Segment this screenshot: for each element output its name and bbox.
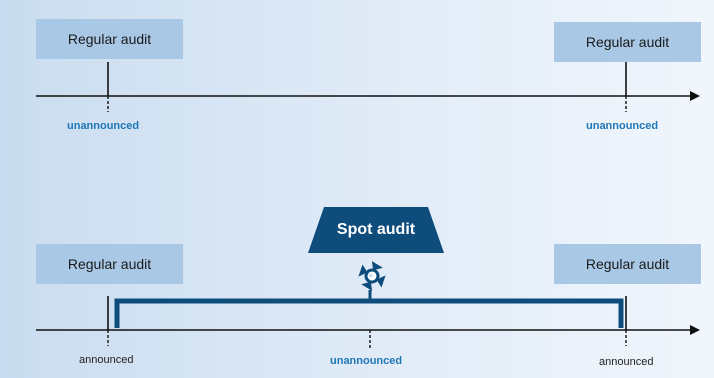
spot-audit-bracket	[114, 298, 624, 328]
spot-audit-label: Spot audit	[336, 221, 416, 238]
bottom-axis-arrowhead	[690, 325, 700, 335]
top-right-regular-audit-label: Regular audit	[585, 34, 670, 50]
spotlight-icon	[358, 261, 386, 291]
bottom-right-announced-tag: announced	[599, 356, 654, 368]
bottom-left-announced-tag: announced	[79, 354, 134, 366]
bottom-middle-unannounced-tag: unannounced	[330, 355, 403, 367]
top-timeline	[36, 62, 700, 112]
top-left-unannounced-tag: unannounced	[67, 120, 140, 132]
top-left-regular-audit-box: Regular audit	[36, 19, 183, 59]
top-left-regular-audit-label: Regular audit	[67, 31, 152, 47]
spot-audit-box: Spot audit	[308, 207, 444, 253]
bottom-timeline	[36, 290, 700, 350]
bottom-left-regular-audit-box: Regular audit	[36, 244, 183, 284]
bottom-left-regular-audit-label: Regular audit	[67, 256, 152, 272]
top-right-unannounced-tag: unannounced	[586, 120, 659, 132]
bottom-right-regular-audit-box: Regular audit	[554, 244, 701, 284]
top-right-regular-audit-box: Regular audit	[554, 22, 701, 62]
bottom-right-regular-audit-label: Regular audit	[585, 256, 670, 272]
top-axis-arrowhead	[690, 91, 700, 101]
